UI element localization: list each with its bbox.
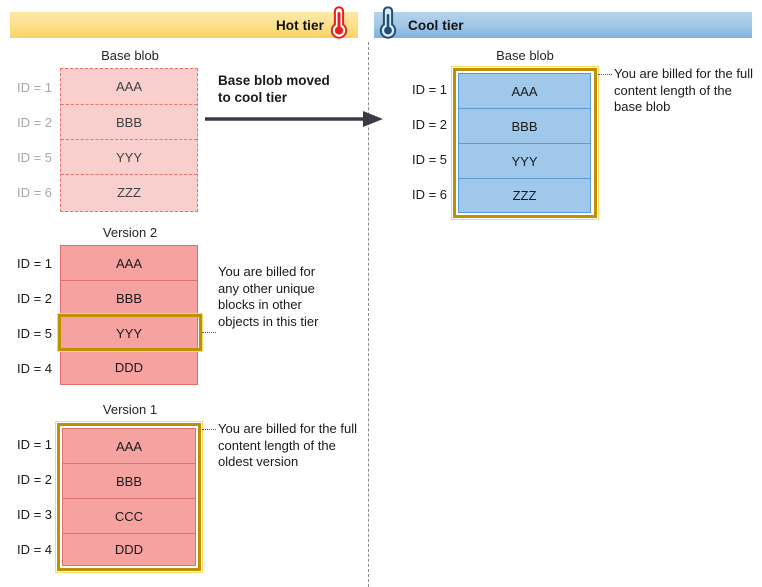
- version-2-id-column: ID = 1 ID = 2 ID = 5 ID = 4: [0, 245, 52, 385]
- version-1-id-column: ID = 1 ID = 2 ID = 3 ID = 4: [0, 424, 52, 566]
- table-row: BBB: [459, 109, 590, 144]
- version-2-table: AAA BBB YYY DDD: [60, 245, 198, 385]
- version-1-table: AAA BBB CCC DDD: [62, 428, 196, 566]
- version-1-id-1: ID = 2: [16, 472, 52, 487]
- hot-base-blob-title: Base blob: [101, 48, 159, 63]
- hot-base-blob-id-1: ID = 2: [16, 115, 52, 130]
- table-row: CCC: [63, 499, 195, 534]
- cool-base-blob-id-column: ID = 1 ID = 2 ID = 5 ID = 6: [395, 68, 447, 213]
- thermometer-hot-icon: [330, 6, 348, 39]
- arrow-right-icon: [205, 111, 383, 127]
- cool-base-blob-leader-line: [598, 74, 612, 75]
- version-1-id-3: ID = 4: [16, 542, 52, 557]
- version-1-leader-line: [202, 429, 216, 430]
- cool-base-blob-id-2: ID = 5: [411, 152, 447, 167]
- version-2-id-1: ID = 2: [16, 291, 52, 306]
- version-2-block: Version 2 ID = 1 ID = 2 ID = 5 ID = 4 AA…: [0, 225, 340, 385]
- version-1-id-0: ID = 1: [16, 437, 52, 452]
- hot-tier-header: Hot tier: [10, 12, 358, 38]
- transition-label-line2: to cool tier: [218, 90, 288, 105]
- version-2-id-3: ID = 4: [16, 361, 52, 376]
- version-1-id-2: ID = 3: [16, 507, 52, 522]
- hot-base-blob-id-0: ID = 1: [16, 80, 52, 95]
- hot-base-blob-table: AAA BBB YYY ZZZ: [60, 68, 198, 212]
- tier-divider: [368, 42, 369, 587]
- table-row: DDD: [114, 360, 144, 375]
- table-row: BBB: [61, 281, 197, 316]
- version-2-id-0: ID = 1: [16, 256, 52, 271]
- version-2-leader-line: [202, 332, 216, 333]
- cool-tier-label: Cool tier: [408, 17, 464, 33]
- cool-base-blob-id-0: ID = 1: [411, 82, 447, 97]
- table-row: YYY: [61, 140, 197, 175]
- version-2-callout: You are billed for any other unique bloc…: [218, 264, 319, 329]
- table-row: BBB: [63, 464, 195, 499]
- cool-base-blob-id-1: ID = 2: [411, 117, 447, 132]
- version-1-title: Version 1: [102, 402, 158, 417]
- hot-base-blob-id-3: ID = 6: [16, 185, 52, 200]
- hot-base-blob-id-2: ID = 5: [16, 150, 52, 165]
- table-row: AAA: [61, 246, 197, 281]
- table-row: YYY: [459, 144, 590, 179]
- transition-label: Base blob moved to cool tier: [218, 72, 330, 106]
- cool-base-blob-id-3: ID = 6: [411, 187, 447, 202]
- version-1-callout: You are billed for the full content leng…: [218, 421, 358, 469]
- thermometer-cool-icon: [379, 6, 397, 39]
- table-row: YYY: [61, 316, 197, 351]
- table-row: DDD: [114, 542, 144, 557]
- version-2-id-2: ID = 5: [16, 326, 52, 341]
- table-row: BBB: [61, 105, 197, 140]
- transition-label-line1: Base blob moved: [218, 73, 330, 88]
- version-2-title: Version 2: [102, 225, 158, 240]
- cool-base-blob-block: Base blob ID = 1 ID = 2 ID = 5 ID = 6 AA…: [395, 48, 762, 228]
- version-1-block: Version 1 ID = 1 ID = 2 ID = 3 ID = 4 AA…: [0, 402, 360, 582]
- hot-base-blob-id-column: ID = 1 ID = 2 ID = 5 ID = 6: [0, 68, 52, 212]
- hot-tier-label: Hot tier: [275, 17, 324, 33]
- cool-base-blob-callout: You are billed for the full content leng…: [614, 66, 754, 114]
- hot-base-blob-block: Base blob ID = 1 ID = 2 ID = 5 ID = 6 AA…: [0, 48, 215, 213]
- table-row: AAA: [459, 74, 590, 109]
- table-row: AAA: [63, 429, 195, 464]
- cool-base-blob-table: AAA BBB YYY ZZZ: [458, 73, 591, 213]
- cool-base-blob-title: Base blob: [496, 48, 554, 63]
- table-row: ZZZ: [117, 185, 141, 200]
- table-row: ZZZ: [512, 188, 537, 203]
- cool-tier-header: Cool tier: [374, 12, 752, 38]
- table-row: AAA: [61, 69, 197, 105]
